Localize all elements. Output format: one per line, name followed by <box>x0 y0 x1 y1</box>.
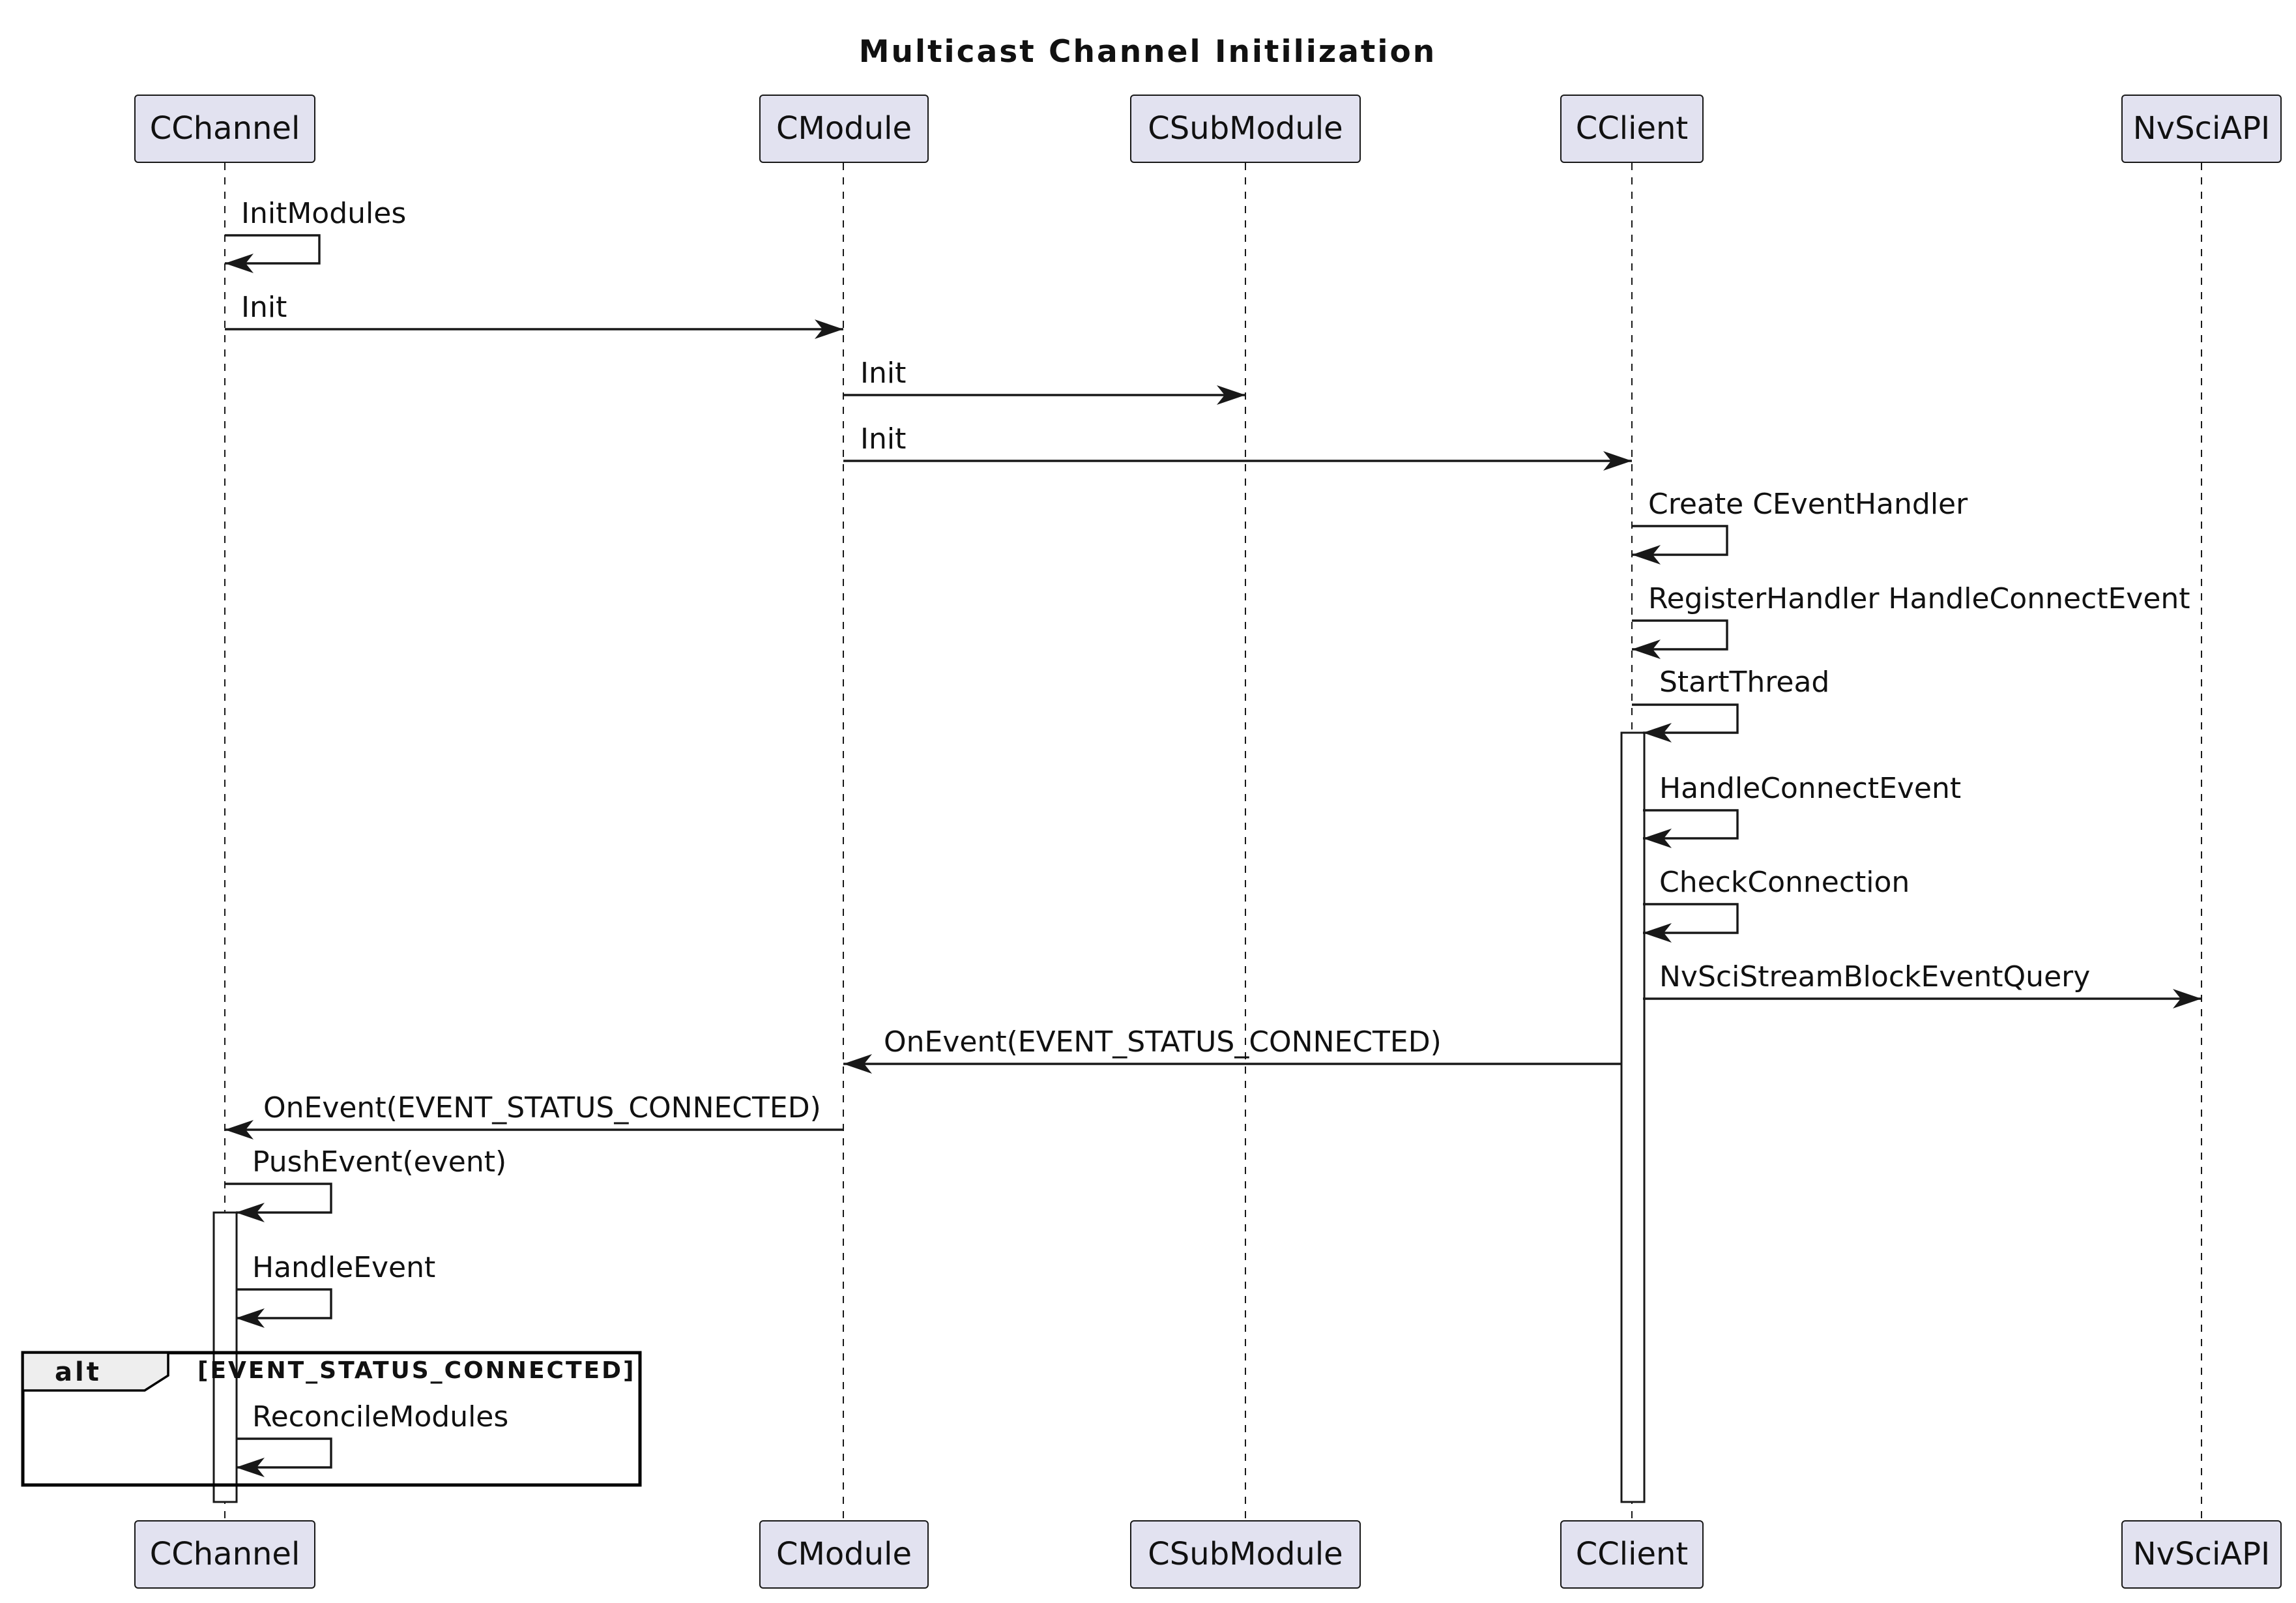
message-label: OnEvent(EVENT_STATUS_CONNECTED) <box>884 1025 1442 1059</box>
fragment-guard: [EVENT_STATUS_CONNECTED] <box>197 1357 635 1384</box>
message-checkconnection[interactable]: CheckConnection <box>1643 866 1910 943</box>
activation-bar-cclient <box>1620 731 1646 1503</box>
participant-csubmodule-bottom[interactable]: CSubModule <box>1130 1520 1361 1589</box>
participant-cmodule-top[interactable]: CModule <box>759 95 929 163</box>
message-create-ceventhandler[interactable]: Create CEventHandler <box>1632 488 1968 565</box>
participant-label: CChannel <box>150 110 300 147</box>
message-label: InitModules <box>241 197 406 230</box>
message-nvscistreamblockeventquery[interactable]: NvSciStreamBlockEventQuery <box>1643 960 2202 1008</box>
message-initmodules[interactable]: InitModules <box>225 197 406 273</box>
message-label: StartThread <box>1659 666 1829 699</box>
fragment-tab <box>22 1351 169 1392</box>
participant-label: CModule <box>776 1536 912 1572</box>
participant-cclient-bottom[interactable]: CClient <box>1560 1520 1704 1589</box>
participant-nvsciapi-bottom[interactable]: NvSciAPI <box>2121 1520 2282 1589</box>
fragment-frame <box>21 1351 642 1487</box>
participant-label: CClient <box>1576 1536 1688 1572</box>
message-onevent-cchannel[interactable]: OnEvent(EVENT_STATUS_CONNECTED) <box>225 1091 843 1140</box>
message-registerhandler[interactable]: RegisterHandler HandleConnectEvent <box>1632 582 2190 659</box>
message-label: CheckConnection <box>1659 866 1910 899</box>
activation-bar-cchannel <box>212 1211 238 1503</box>
participant-label: CChannel <box>150 1536 300 1572</box>
participant-cchannel-top[interactable]: CChannel <box>134 95 315 163</box>
message-label: Init <box>860 422 906 456</box>
participant-label: CClient <box>1576 110 1688 147</box>
message-label: PushEvent(event) <box>252 1145 506 1179</box>
participant-nvsciapi-top[interactable]: NvSciAPI <box>2121 95 2282 163</box>
message-label: Create CEventHandler <box>1648 488 1968 521</box>
message-label: RegisterHandler HandleConnectEvent <box>1648 582 2190 615</box>
participant-cchannel-bottom[interactable]: CChannel <box>134 1520 315 1589</box>
diagram-title: Multicast Channel Initilization <box>859 34 1437 70</box>
alt-fragment: alt [EVENT_STATUS_CONNECTED] <box>21 1351 642 1487</box>
messages: InitModules Init Init Init Create CEvent… <box>225 197 2202 1477</box>
message-init-cclient[interactable]: Init <box>843 422 1632 471</box>
message-pushevent[interactable]: PushEvent(event) <box>225 1145 506 1222</box>
message-label: OnEvent(EVENT_STATUS_CONNECTED) <box>263 1091 821 1125</box>
message-reconcilemodules[interactable]: ReconcileModules <box>236 1400 508 1477</box>
message-onevent-cmodule[interactable]: OnEvent(EVENT_STATUS_CONNECTED) <box>843 1025 1621 1074</box>
message-label: HandleEvent <box>252 1251 435 1284</box>
participant-label: NvSciAPI <box>2133 1536 2270 1572</box>
message-startthread[interactable]: StartThread <box>1632 666 1829 743</box>
message-label: HandleConnectEvent <box>1659 772 1961 805</box>
message-handleevent[interactable]: HandleEvent <box>236 1251 435 1328</box>
participant-label: CSubModule <box>1148 110 1343 147</box>
participants-bottom: CChannel CModule CSubModule CClient NvSc… <box>134 1520 2282 1589</box>
message-label: NvSciStreamBlockEventQuery <box>1659 960 2090 993</box>
message-init-csubmodule[interactable]: Init <box>843 357 1245 405</box>
participant-label: CSubModule <box>1148 1536 1343 1572</box>
message-init-cmodule[interactable]: Init <box>225 291 843 339</box>
message-handleconnectevent[interactable]: HandleConnectEvent <box>1643 772 1961 848</box>
fragment-operator: alt <box>55 1357 102 1387</box>
participant-label: NvSciAPI <box>2133 110 2270 147</box>
message-label: Init <box>860 357 906 390</box>
message-label: ReconcileModules <box>252 1400 508 1434</box>
participant-cclient-top[interactable]: CClient <box>1560 95 1704 163</box>
participants-top: CChannel CModule CSubModule CClient NvSc… <box>134 95 2282 163</box>
participant-cmodule-bottom[interactable]: CModule <box>759 1520 929 1589</box>
participant-label: CModule <box>776 110 912 147</box>
lifelines <box>224 163 2202 1521</box>
participant-csubmodule-top[interactable]: CSubModule <box>1130 95 1361 163</box>
message-label: Init <box>241 291 287 324</box>
